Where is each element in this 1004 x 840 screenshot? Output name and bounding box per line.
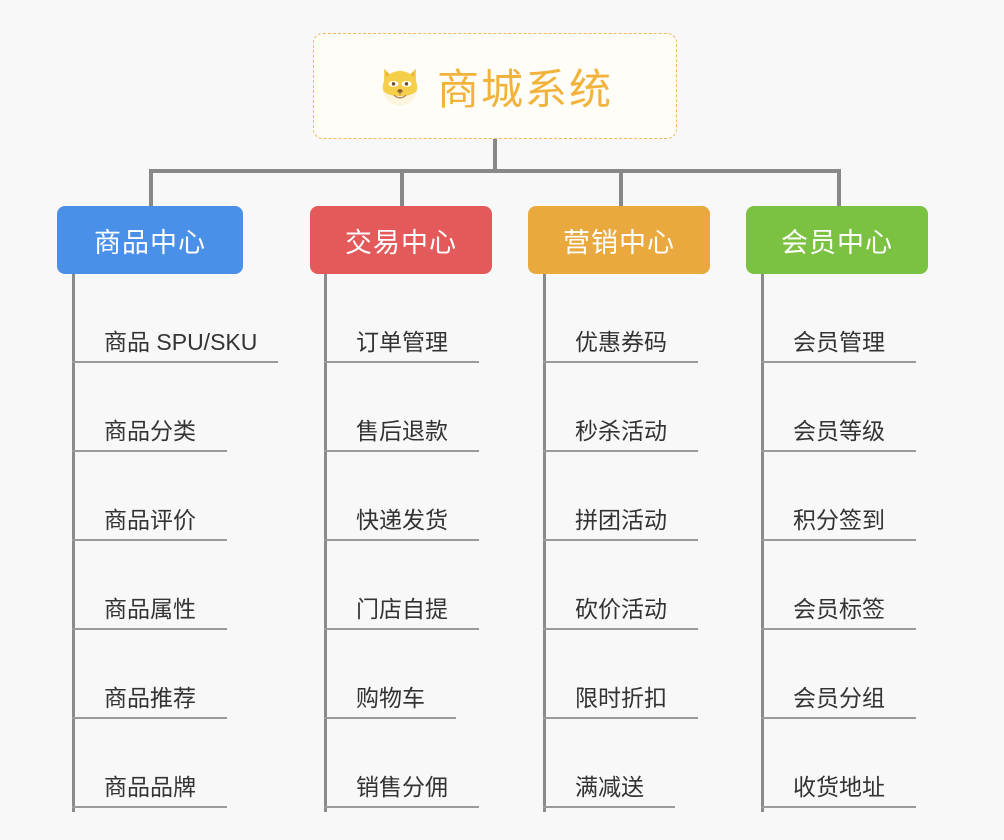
connector-drop-4 xyxy=(837,169,841,206)
leaf-item[interactable]: 秒杀活动 xyxy=(543,363,698,452)
leaf-item[interactable]: 购物车 xyxy=(324,630,456,719)
leaf-label: 收货地址 xyxy=(793,773,885,800)
leaf-label: 满减送 xyxy=(575,773,644,800)
leaf-label: 砍价活动 xyxy=(575,595,667,622)
leaf-label: 售后退款 xyxy=(356,417,448,444)
leaf-item[interactable]: 会员管理 xyxy=(761,274,916,363)
leaf-item[interactable]: 收货地址 xyxy=(761,719,916,808)
branch-trunk xyxy=(324,274,327,812)
leaf-item[interactable]: 会员等级 xyxy=(761,363,916,452)
category-card-marketing-center[interactable]: 营销中心 xyxy=(528,206,710,274)
leaf-item[interactable]: 快递发货 xyxy=(324,452,479,541)
leaf-label: 快递发货 xyxy=(356,506,448,533)
branch-marketing-center: 优惠券码 秒杀活动 拼团活动 砍价活动 限时折扣 满减送 xyxy=(543,274,743,820)
leaf-label: 会员分组 xyxy=(793,684,885,711)
branch-trunk xyxy=(543,274,546,812)
leaf-item[interactable]: 商品属性 xyxy=(72,541,227,630)
leaf-item[interactable]: 商品分类 xyxy=(72,363,227,452)
shiba-dog-face-icon xyxy=(377,63,423,109)
root-node-shop-system[interactable]: 商城系统 xyxy=(313,33,677,139)
leaf-item[interactable]: 满减送 xyxy=(543,719,675,808)
leaf-label: 会员等级 xyxy=(793,417,885,444)
category-card-trade-center[interactable]: 交易中心 xyxy=(310,206,492,274)
category-title: 会员中心 xyxy=(781,227,893,258)
branch-trunk xyxy=(761,274,764,812)
leaf-item[interactable]: 商品 SPU/SKU xyxy=(72,274,278,363)
connector-drop-2 xyxy=(400,169,404,206)
leaf-item[interactable]: 限时折扣 xyxy=(543,630,698,719)
leaf-label: 商品推荐 xyxy=(104,684,196,711)
leaf-item[interactable]: 销售分佣 xyxy=(324,719,479,808)
leaf-item[interactable]: 商品评价 xyxy=(72,452,227,541)
leaf-item[interactable]: 商品品牌 xyxy=(72,719,227,808)
leaf-item[interactable]: 售后退款 xyxy=(324,363,479,452)
leaf-item[interactable]: 拼团活动 xyxy=(543,452,698,541)
leaf-label: 商品属性 xyxy=(104,595,196,622)
branch-member-center: 会员管理 会员等级 积分签到 会员标签 会员分组 收货地址 xyxy=(761,274,961,820)
connector-horizontal-bus xyxy=(149,169,841,173)
category-card-member-center[interactable]: 会员中心 xyxy=(746,206,928,274)
leaf-label: 商品品牌 xyxy=(104,773,196,800)
leaf-label: 积分签到 xyxy=(793,506,885,533)
category-card-product-center[interactable]: 商品中心 xyxy=(57,206,243,274)
leaf-label: 商品分类 xyxy=(104,417,196,444)
category-title: 营销中心 xyxy=(563,227,675,258)
leaf-label: 优惠券码 xyxy=(575,328,667,355)
leaf-label: 购物车 xyxy=(356,684,425,711)
connector-drop-1 xyxy=(149,169,153,206)
leaf-label: 门店自提 xyxy=(356,595,448,622)
branch-product-center: 商品 SPU/SKU 商品分类 商品评价 商品属性 商品推荐 商品品牌 xyxy=(72,274,282,820)
leaf-item[interactable]: 会员分组 xyxy=(761,630,916,719)
branch-trade-center: 订单管理 售后退款 快递发货 门店自提 购物车 销售分佣 xyxy=(324,274,524,820)
category-title: 交易中心 xyxy=(345,227,457,258)
root-title: 商城系统 xyxy=(436,65,613,113)
leaf-label: 销售分佣 xyxy=(356,773,448,800)
leaf-label: 限时折扣 xyxy=(575,684,667,711)
leaf-label: 订单管理 xyxy=(356,328,448,355)
leaf-item[interactable]: 会员标签 xyxy=(761,541,916,630)
leaf-label: 商品评价 xyxy=(104,506,196,533)
leaf-item[interactable]: 砍价活动 xyxy=(543,541,698,630)
leaf-label: 拼团活动 xyxy=(575,506,667,533)
leaf-label: 会员管理 xyxy=(793,328,885,355)
leaf-label: 商品 SPU/SKU xyxy=(104,328,258,355)
leaf-label: 秒杀活动 xyxy=(575,417,667,444)
leaf-item[interactable]: 订单管理 xyxy=(324,274,479,363)
leaf-item[interactable]: 优惠券码 xyxy=(543,274,698,363)
leaf-item[interactable]: 商品推荐 xyxy=(72,630,227,719)
category-title: 商品中心 xyxy=(94,227,206,258)
connector-drop-3 xyxy=(619,169,623,206)
leaf-item[interactable]: 积分签到 xyxy=(761,452,916,541)
leaf-label: 会员标签 xyxy=(793,595,885,622)
branch-trunk xyxy=(72,274,75,812)
leaf-item[interactable]: 门店自提 xyxy=(324,541,479,630)
connector-root-stem xyxy=(493,139,497,171)
